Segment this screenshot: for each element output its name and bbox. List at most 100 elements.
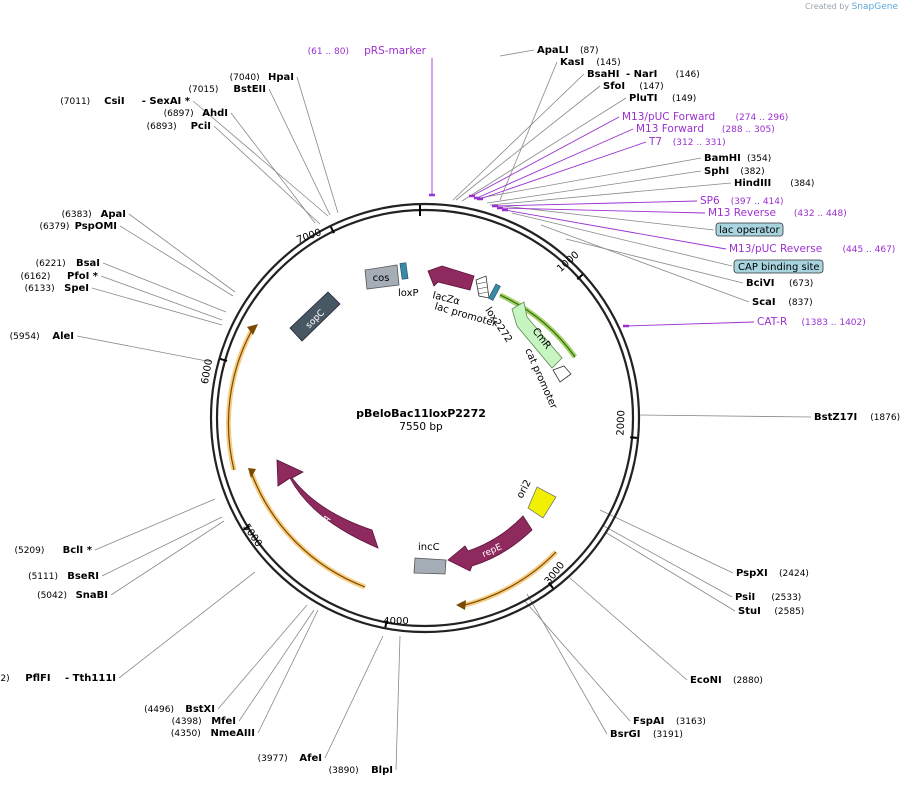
leader-kasi — [499, 61, 558, 201]
enzyme-name: ScaI — [752, 297, 776, 308]
leader-bstxi — [217, 604, 308, 710]
enzyme-name: AleI — [52, 331, 74, 342]
tick-label-4000: 4000 — [383, 616, 408, 627]
enzyme-mfei: MfeI(4398) — [172, 716, 236, 727]
enzyme-position: (4496) — [144, 705, 174, 715]
enzyme-name: PsiI — [735, 592, 755, 603]
enzyme-psii: PsiI(2533) — [735, 592, 801, 603]
enzyme-name-extra: - Tth111I — [65, 673, 116, 684]
orf-arc-left — [225, 328, 255, 471]
leader-scai — [540, 224, 750, 303]
tick-label-6000: 6000 — [200, 358, 215, 385]
enzyme-spei: SpeI(6133) — [25, 283, 89, 294]
orf-arc-right-line — [499, 294, 576, 358]
enzyme-position: (7015) — [188, 85, 218, 95]
enzyme-name: HpaI — [268, 72, 294, 83]
cap-site-box — [733, 259, 824, 274]
tick-mark-5000 — [243, 525, 251, 531]
leader-fspai — [523, 599, 631, 722]
enzyme-position: (6897) — [164, 109, 194, 119]
lox2272-feature — [488, 283, 501, 301]
tick-mark-3000 — [548, 582, 554, 589]
enzyme-name: BsrGI — [610, 729, 640, 740]
enzyme-pspxi: PspXI(2424) — [736, 568, 809, 579]
ori2-label: ori2 — [515, 478, 534, 500]
tick-mark-6000 — [220, 357, 228, 362]
tick-label-7000: 7000 — [295, 227, 323, 246]
CmR-feature — [511, 301, 563, 369]
enzyme-sfoi: SfoI(147) — [603, 81, 664, 92]
primer-position: (274 .. 296) — [736, 113, 789, 123]
enzyme-position: (384) — [790, 179, 814, 189]
primer-position: (312 .. 331) — [673, 138, 726, 148]
enzyme-name: AhdI — [202, 108, 228, 119]
primer-position: (445 .. 467) — [843, 245, 896, 255]
orf-arc-bottomleft-head — [248, 468, 256, 478]
enzyme-position: (5111) — [28, 572, 58, 582]
enzyme-apai: ApaI(6383) — [62, 209, 126, 220]
enzyme-position: (1876) — [870, 413, 900, 423]
backbone-inner — [215, 208, 635, 628]
enzyme-name: HindIII — [734, 178, 771, 189]
enzyme-name: KasI — [560, 57, 584, 68]
cap-site-label: CAP binding site — [738, 262, 820, 273]
enzyme-position: (4682) — [0, 674, 10, 684]
primer-name: M13 Forward — [636, 123, 704, 135]
lac-hatch-2 — [477, 286, 488, 290]
enzyme-name: PfoI * — [67, 271, 99, 282]
enzyme-bstz17i: BstZ17I (1876) — [814, 412, 900, 423]
leader-pflfi — [118, 571, 256, 679]
enzyme-blpi: BlpI(3890) — [329, 765, 393, 776]
leader-csii — [192, 100, 329, 217]
primer-name: CAT-R — [757, 316, 787, 328]
enzyme-bamhi: BamHI(354) — [704, 153, 771, 164]
enzyme-name: PspOMI — [75, 221, 117, 232]
enzyme-pfoi: PfoI *(6162) — [20, 271, 98, 282]
enzyme-bsahi: BsaHI- NarI(146) — [587, 69, 700, 80]
lac-operator-leader — [502, 205, 715, 231]
enzyme-bsrgi: BsrGI (3191) — [610, 729, 683, 740]
enzyme-bcli: BclI *(5209) — [14, 545, 92, 556]
leader-pluti — [461, 97, 627, 202]
leader-psii — [601, 524, 733, 598]
enzyme-name-extra: - NarI — [626, 69, 657, 80]
incC-label: incC — [418, 542, 440, 553]
plasmid-size: 7550 bp — [399, 421, 443, 433]
enzyme-pluti: PluTI(149) — [629, 93, 696, 104]
tick-label-1000: 1000 — [555, 250, 581, 275]
enzyme-name: BstZ17I — [814, 412, 857, 423]
leader-apali — [499, 49, 535, 57]
enzyme-name: SnaBI — [76, 590, 108, 601]
enzyme-position: (6133) — [25, 284, 55, 294]
enzyme-name: ApaLI — [537, 45, 569, 56]
repE-feature — [447, 515, 533, 572]
enzyme-position: (3977) — [258, 754, 288, 764]
enzyme-scai: ScaI(837) — [752, 297, 813, 308]
plasmid-name: pBeloBac11loxP2272 — [356, 407, 486, 420]
leader-bsteii — [268, 88, 331, 216]
tick-mark-1000 — [576, 273, 584, 281]
enzyme-name: FspAI — [633, 716, 664, 727]
primer-leader — [504, 209, 727, 250]
enzyme-bseri: BseRI(5111) — [28, 571, 99, 582]
leader-sphi — [486, 170, 702, 204]
enzyme-name: SphI — [704, 166, 729, 177]
enzyme-apali: ApaLI(87) — [537, 45, 598, 56]
leader-bsrgi — [526, 593, 608, 735]
enzyme-position: (7011) — [60, 97, 90, 107]
cos-feature — [364, 264, 400, 290]
enzyme-csii: - SexAI *CsiI(7011) — [60, 96, 190, 107]
primer-position: (432 .. 448) — [794, 209, 847, 219]
leader-bsai — [102, 262, 227, 313]
enzyme-position: (4398) — [172, 717, 202, 727]
lac-operator-label: lac operator — [719, 225, 780, 236]
enzyme-bstxi: BstXI(4496) — [144, 704, 215, 715]
cos-label: cos — [373, 273, 390, 284]
leader-ahdi — [230, 112, 316, 224]
tick-mark-7000 — [329, 226, 335, 234]
enzyme-name: PflFI — [25, 673, 50, 684]
enzyme-position: (149) — [672, 94, 696, 104]
enzyme-position: (673) — [789, 279, 813, 289]
enzyme-position: (3191) — [653, 730, 683, 740]
